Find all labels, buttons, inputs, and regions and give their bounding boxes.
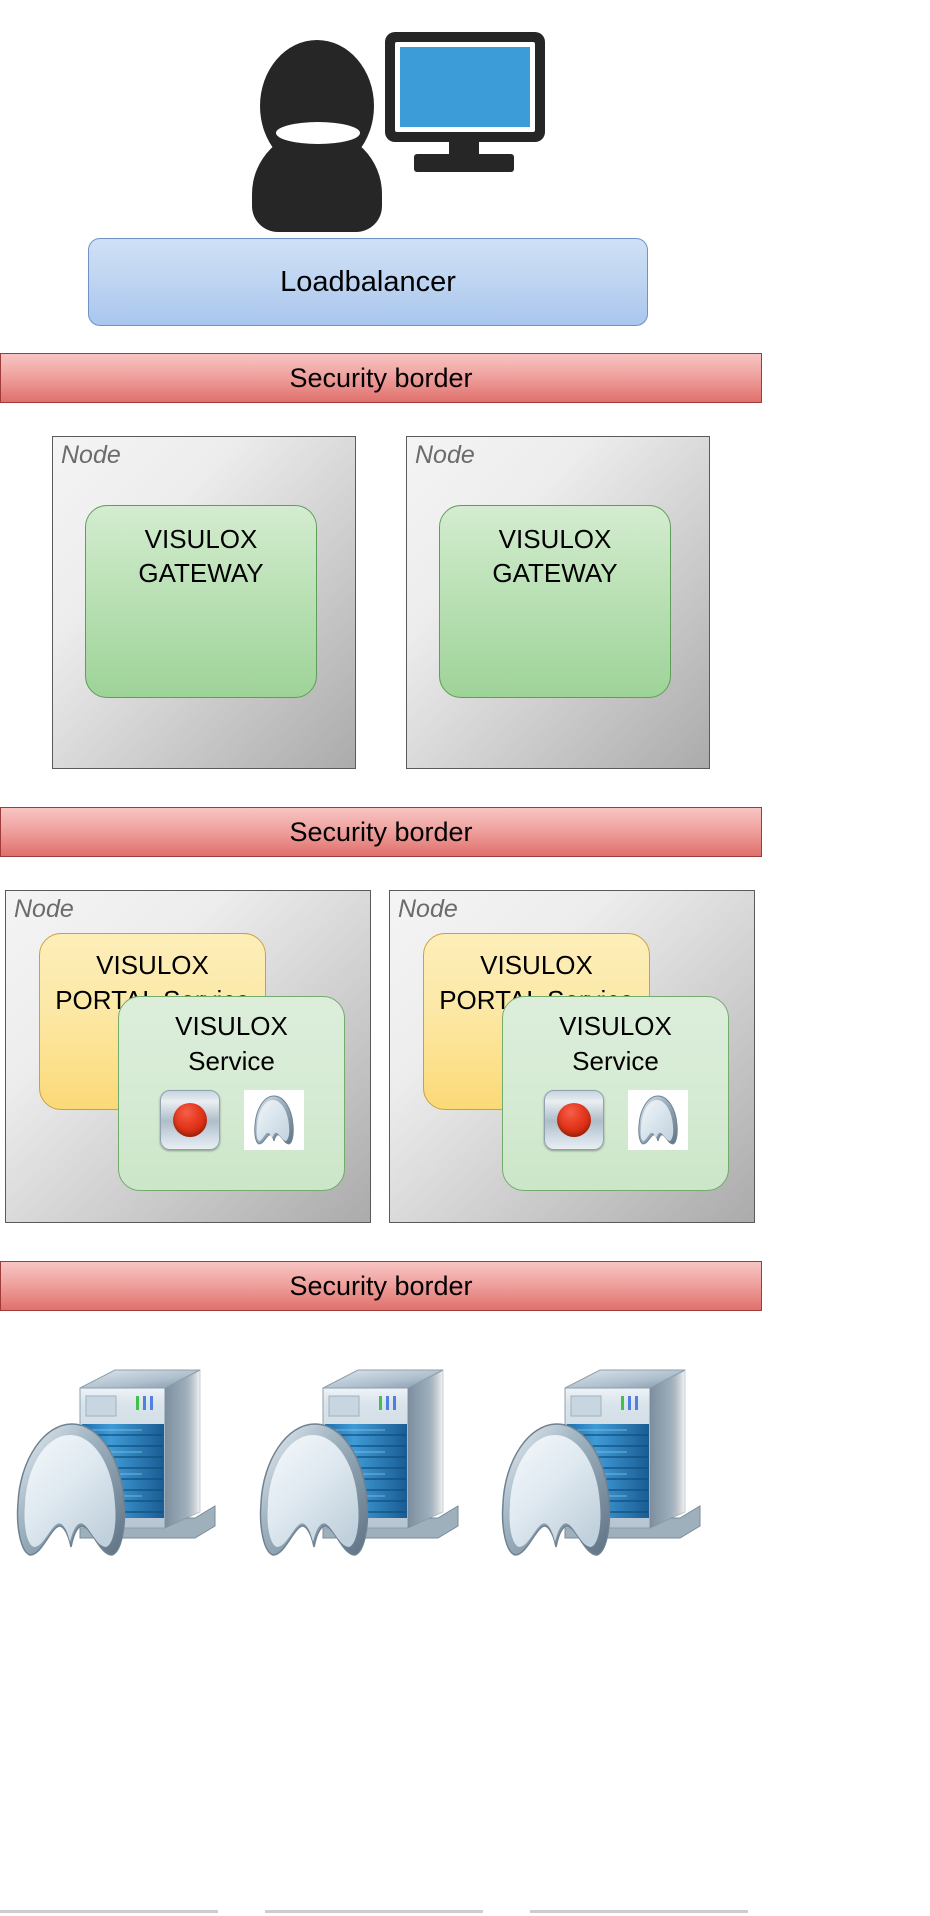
service-icon-row — [119, 1090, 344, 1150]
node-label: Node — [398, 895, 458, 923]
security-border-label-1: Security border — [289, 362, 473, 393]
gateway-title-line2: GATEWAY — [492, 558, 618, 589]
monitor-stand-neck — [449, 140, 479, 158]
service-node-1: Node VISULOX PORTAL Service VISULOX Serv… — [5, 890, 371, 1223]
target-server-icon-1 — [10, 1340, 260, 1580]
record-button-icon — [543, 1090, 604, 1150]
node-label: Node — [415, 441, 475, 469]
monitor-screen — [400, 47, 530, 127]
gateway-title-line1: VISULOX — [144, 524, 258, 554]
gateway-title-line1: VISULOX — [498, 524, 612, 554]
service-title-line2: Service — [188, 1045, 275, 1076]
visulox-gateway-box-2: VISULOX GATEWAY — [439, 505, 671, 698]
visulox-arch-emblem-icon — [243, 1090, 304, 1150]
security-border-label-2: Security border — [289, 816, 473, 847]
monitor-bezel — [395, 42, 535, 132]
loadbalancer-label: Loadbalancer — [280, 265, 456, 298]
visulox-service-box-1: VISULOX Service — [118, 996, 345, 1191]
service-title-line2: Service — [572, 1045, 659, 1076]
node-label: Node — [61, 441, 121, 469]
gateway-node-1: Node VISULOX GATEWAY — [52, 436, 356, 769]
service-title: VISULOX Service — [503, 1009, 728, 1079]
monitor-icon — [385, 32, 545, 142]
record-dot — [172, 1103, 207, 1137]
loadbalancer-box: Loadbalancer — [88, 238, 648, 326]
record-button-icon — [159, 1090, 220, 1150]
visulox-gateway-box-1: VISULOX GATEWAY — [85, 505, 317, 698]
server-shelf-line-3 — [530, 1910, 748, 1913]
portal-title-line1: VISULOX — [480, 950, 593, 980]
service-icon-row — [503, 1090, 728, 1150]
target-server-icon-3 — [495, 1340, 745, 1580]
gateway-node-2: Node VISULOX GATEWAY — [406, 436, 710, 769]
user-body-icon — [252, 130, 382, 232]
portal-title-line1: VISULOX — [96, 950, 209, 980]
visulox-arch-emblem-icon — [627, 1090, 688, 1150]
security-border-bar-1: Security border — [0, 353, 762, 403]
target-server-icon-2 — [253, 1340, 503, 1580]
monitor-stand-base — [414, 154, 514, 172]
server-shelf-line-2 — [265, 1910, 483, 1913]
record-dot — [556, 1103, 591, 1137]
security-border-bar-2: Security border — [0, 807, 762, 857]
user-neck-gap — [276, 122, 360, 144]
service-title: VISULOX Service — [119, 1009, 344, 1079]
service-node-2: Node VISULOX PORTAL Service VISULOX Serv… — [389, 890, 755, 1223]
security-border-label-3: Security border — [289, 1270, 473, 1301]
gateway-title-line2: GATEWAY — [138, 558, 264, 589]
server-shelf-line-1 — [0, 1910, 218, 1913]
visulox-service-box-2: VISULOX Service — [502, 996, 729, 1191]
security-border-bar-3: Security border — [0, 1261, 762, 1311]
node-label: Node — [14, 895, 74, 923]
service-title-line1: VISULOX — [175, 1011, 288, 1041]
user-with-monitor-icon — [252, 18, 545, 232]
service-title-line1: VISULOX — [559, 1011, 672, 1041]
